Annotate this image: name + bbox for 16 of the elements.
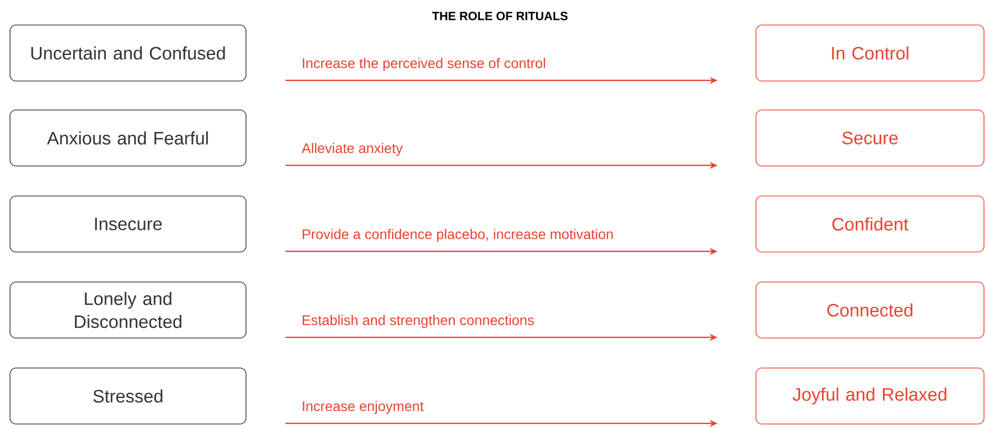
- state-box: Anxious and Fearful: [10, 110, 246, 166]
- state-box: Confident: [756, 196, 984, 252]
- edge-label: Alleviate anxiety: [302, 142, 403, 156]
- state-box: Stressed: [10, 368, 246, 424]
- edge-label: Establish and strengthen connections: [302, 314, 534, 328]
- state-box: Lonely and Disconnected: [10, 282, 246, 338]
- state-box: Secure: [756, 110, 984, 166]
- state-box: Joyful and Relaxed: [756, 368, 984, 424]
- edge-label: Increase the perceived sense of control: [302, 58, 545, 71]
- state-box: Insecure: [10, 196, 246, 252]
- title: THE ROLE OF RITUALS: [432, 12, 568, 20]
- state-box: In Control: [756, 24, 984, 82]
- state-box: Connected: [756, 282, 984, 338]
- state-box: Uncertain and Confused: [10, 24, 246, 82]
- edge-label: Provide a confidence placebo, increase motivation: [302, 228, 613, 242]
- edge-label: Increase enjoyment: [302, 400, 424, 414]
